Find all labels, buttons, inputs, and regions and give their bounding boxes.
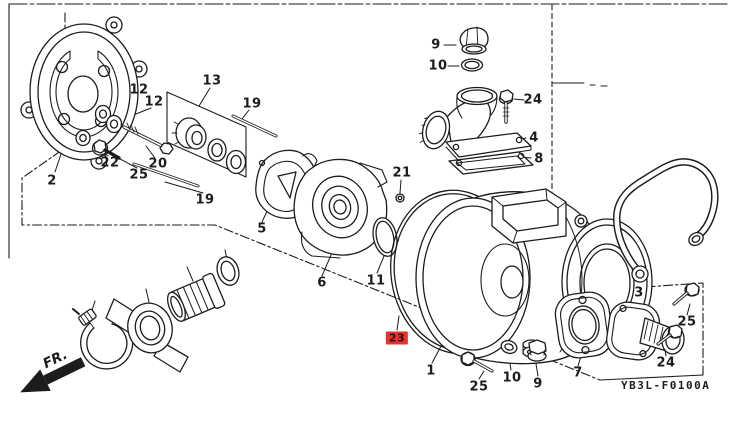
part-13-bearing-seal-kit (166, 91, 247, 178)
part-number-label-11[interactable]: 11 (366, 273, 386, 289)
part-number-label-8[interactable]: 8 (534, 151, 544, 167)
part-19-bolts (132, 114, 278, 188)
part-24-bolt-top (498, 89, 514, 124)
part-25-bolt-bottom (460, 351, 494, 373)
part-12-seals (94, 104, 123, 134)
part-number-label-5[interactable]: 5 (257, 221, 267, 237)
part-17-coupling-nut (105, 298, 189, 373)
part-number-label-7[interactable]: 7 (573, 365, 583, 381)
part-number-label-19[interactable]: 19 (195, 192, 215, 208)
part-25-bolt-right (672, 282, 700, 306)
part-number-label-10[interactable]: 10 (428, 58, 448, 74)
part-3-discharge-flange (606, 301, 685, 361)
part-16-hose-joint (166, 272, 226, 322)
part-22-nut (75, 129, 91, 147)
part-number-label-9[interactable]: 9 (431, 37, 441, 53)
part-6-volute-casing (293, 158, 388, 259)
part-number-label-12[interactable]: 12 (144, 94, 164, 110)
part-number-label-10[interactable]: 10 (502, 370, 522, 386)
part-number-label-2[interactable]: 2 (47, 173, 57, 189)
part-number-label-9[interactable]: 9 (533, 376, 543, 392)
part-20-stud-bolt (122, 122, 174, 155)
part-number-label-3[interactable]: 3 (634, 285, 644, 301)
part-number-label-21[interactable]: 21 (392, 165, 412, 181)
part-number-label-1[interactable]: 1 (426, 363, 436, 379)
part-7-side-flange (554, 291, 614, 359)
part-number-label-12[interactable]: 12 (129, 82, 149, 98)
part-number-label-20[interactable]: 20 (148, 156, 168, 172)
part-25-bolt-left (91, 139, 121, 160)
part-number-label-6[interactable]: 6 (317, 275, 327, 291)
part-1-pump-casing (415, 188, 653, 365)
part-number-label-23-highlighted[interactable]: 23 (385, 331, 409, 345)
part-9-plug-cap-top (459, 26, 489, 55)
part-18-seal-ring (216, 256, 240, 286)
part-number-label-25[interactable]: 25 (129, 167, 149, 183)
part-8-gasket (448, 151, 534, 175)
part-number-label-4[interactable]: 4 (529, 130, 539, 146)
part-10-o-ring-bottom (500, 339, 518, 355)
part-number-label-24[interactable]: 24 (523, 92, 543, 108)
part-4-elbow-joint (418, 86, 532, 162)
part-number-label-25[interactable]: 25 (469, 379, 489, 395)
diagram-code: YB3L-F0100A (621, 379, 711, 392)
part-number-label-22[interactable]: 22 (100, 155, 120, 171)
part-number-label-25[interactable]: 25 (677, 314, 697, 330)
part-number-label-19[interactable]: 19 (242, 96, 262, 112)
part-9-drain-plug-bottom (527, 339, 547, 362)
part-21-nut (395, 193, 405, 203)
handle-pipe (612, 158, 719, 283)
part-10-seal-washer-top (460, 58, 484, 72)
part-24-bolt-right (656, 324, 683, 346)
part-number-label-24[interactable]: 24 (656, 355, 676, 371)
part-number-label-13[interactable]: 13 (202, 73, 222, 89)
